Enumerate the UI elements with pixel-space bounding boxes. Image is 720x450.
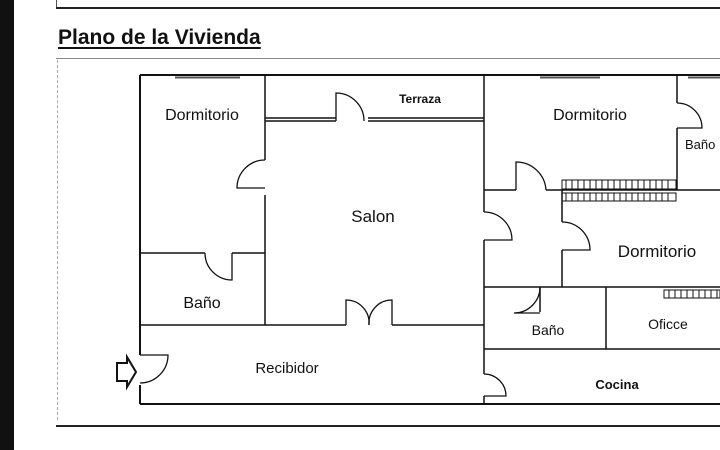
room-label-dormitorio-e: Dormitorio — [618, 242, 696, 261]
door-dormitorio-ne — [515, 161, 547, 191]
door-salon-right — [368, 299, 393, 326]
door-salon-left — [345, 299, 370, 326]
door-salon-hall — [483, 211, 513, 241]
door-dormitorio-nw — [236, 159, 266, 189]
entrance-arrow-icon — [116, 353, 138, 391]
room-label-terraza: Terraza — [399, 92, 441, 106]
door-bano-s — [513, 286, 541, 314]
door-entrance — [139, 354, 169, 384]
room-label-salon: Salon — [351, 207, 394, 226]
page-title: Plano de la Vivienda — [58, 26, 261, 49]
shelf-oficce — [663, 289, 720, 299]
windows — [175, 76, 720, 79]
plan-frame-top — [56, 58, 720, 59]
top-margin-tick — [56, 0, 57, 9]
exterior-walls — [139, 74, 720, 405]
room-label-cocina: Cocina — [595, 377, 639, 392]
plan-frame-left — [57, 60, 58, 420]
room-label-recibidor: Recibidor — [255, 360, 318, 377]
room-label-oficce: Oficce — [648, 316, 688, 332]
room-label-dormitorio-nw: Dormitorio — [165, 107, 239, 124]
shelf-hall-north — [561, 179, 677, 190]
door-cocina — [483, 373, 507, 397]
door-terraza — [335, 92, 365, 122]
room-label-bano-ne: Baño — [685, 137, 715, 152]
bottom-rule — [56, 425, 720, 427]
door-bano-ne — [676, 102, 703, 129]
top-rule — [56, 7, 720, 9]
room-label-bano-w: Baño — [183, 295, 220, 312]
interior-walls — [140, 75, 720, 404]
room-label-dormitorio-ne: Dormitorio — [553, 107, 627, 124]
scan-left-border — [0, 0, 14, 450]
shelving — [561, 179, 720, 299]
room-label-bano-s: Baño — [532, 322, 565, 338]
door-bano-w — [204, 252, 233, 281]
doors — [139, 92, 703, 397]
shelf-hall-south — [561, 192, 677, 202]
door-dormitorio-e — [561, 221, 591, 251]
